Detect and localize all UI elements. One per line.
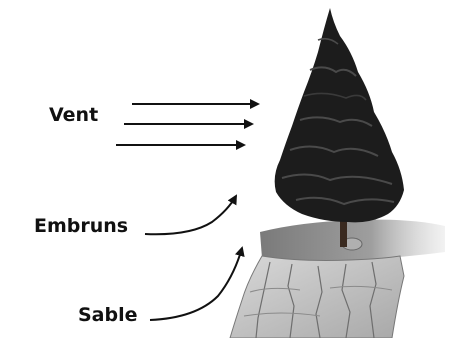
sand-label: Sable: [78, 306, 138, 325]
wind-arrows: [116, 104, 258, 145]
conifer-tree-icon: [275, 8, 404, 247]
wind-label: Vent: [49, 106, 98, 125]
rocky-cliff-icon: [230, 220, 445, 338]
spray-label: Embruns: [34, 217, 128, 236]
spray-arrow: [145, 196, 236, 234]
sand-arrow: [150, 248, 242, 320]
